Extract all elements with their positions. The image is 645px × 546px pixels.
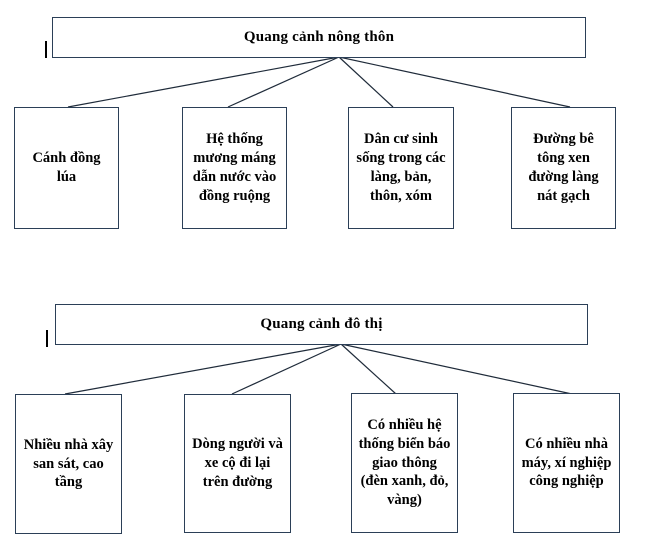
connector-urban-3 (340, 343, 397, 395)
connector-urban-1 (64, 343, 342, 395)
root-node-rural[interactable]: Quang cảnh nông thôn (52, 17, 586, 58)
root-node-urban-label: Quang cảnh đô thị (260, 315, 383, 332)
leaf-node-rural-1[interactable]: Cánh đồng lúa (14, 107, 119, 229)
connector-rural-2 (227, 56, 340, 108)
leaf-node-urban-2[interactable]: Dòng người và xe cộ đi lại trên đường (184, 394, 291, 533)
leaf-node-rural-3[interactable]: Dân cư sinh sống trong các làng, bản, th… (348, 107, 454, 229)
leaf-node-rural-2[interactable]: Hệ thống mương máng dẫn nước vào đồng ru… (182, 107, 287, 229)
leaf-node-rural-3-label: Dân cư sinh sống trong các làng, bản, th… (356, 131, 446, 204)
leaf-node-rural-4[interactable]: Đường bê tông xen đường làng nát gạch (511, 107, 616, 229)
leaf-node-urban-4[interactable]: Có nhiều nhà máy, xí nghiệp công nghiệp (513, 393, 620, 533)
leaf-node-urban-4-label: Có nhiều nhà máy, xí nghiệp công nghiệp (521, 435, 612, 490)
leaf-node-rural-2-label: Hệ thống mương máng dẫn nước vào đồng ru… (192, 131, 277, 204)
tick-mark-urban (46, 330, 48, 347)
tick-mark-rural (45, 41, 47, 58)
root-node-urban[interactable]: Quang cảnh đô thị (55, 304, 588, 345)
connector-urban-2 (231, 343, 342, 395)
connector-rural-4 (338, 56, 571, 108)
connector-urban-4 (340, 343, 573, 395)
leaf-node-urban-3-label: Có nhiều hệ thống biển báo giao thông (đ… (358, 416, 451, 509)
connector-rural-1 (67, 56, 340, 108)
leaf-node-rural-4-label: Đường bê tông xen đường làng nát gạch (528, 131, 599, 204)
leaf-node-urban-2-label: Dòng người và xe cộ đi lại trên đường (192, 436, 283, 490)
leaf-node-urban-1[interactable]: Nhiều nhà xây san sát, cao tầng (15, 394, 122, 534)
connector-rural-3 (338, 56, 394, 108)
leaf-node-urban-3[interactable]: Có nhiều hệ thống biển báo giao thông (đ… (351, 393, 458, 533)
leaf-node-rural-1-label: Cánh đồng lúa (32, 150, 101, 185)
leaf-node-urban-1-label: Nhiều nhà xây san sát, cao tầng (23, 436, 114, 491)
root-node-rural-label: Quang cảnh nông thôn (243, 28, 395, 45)
